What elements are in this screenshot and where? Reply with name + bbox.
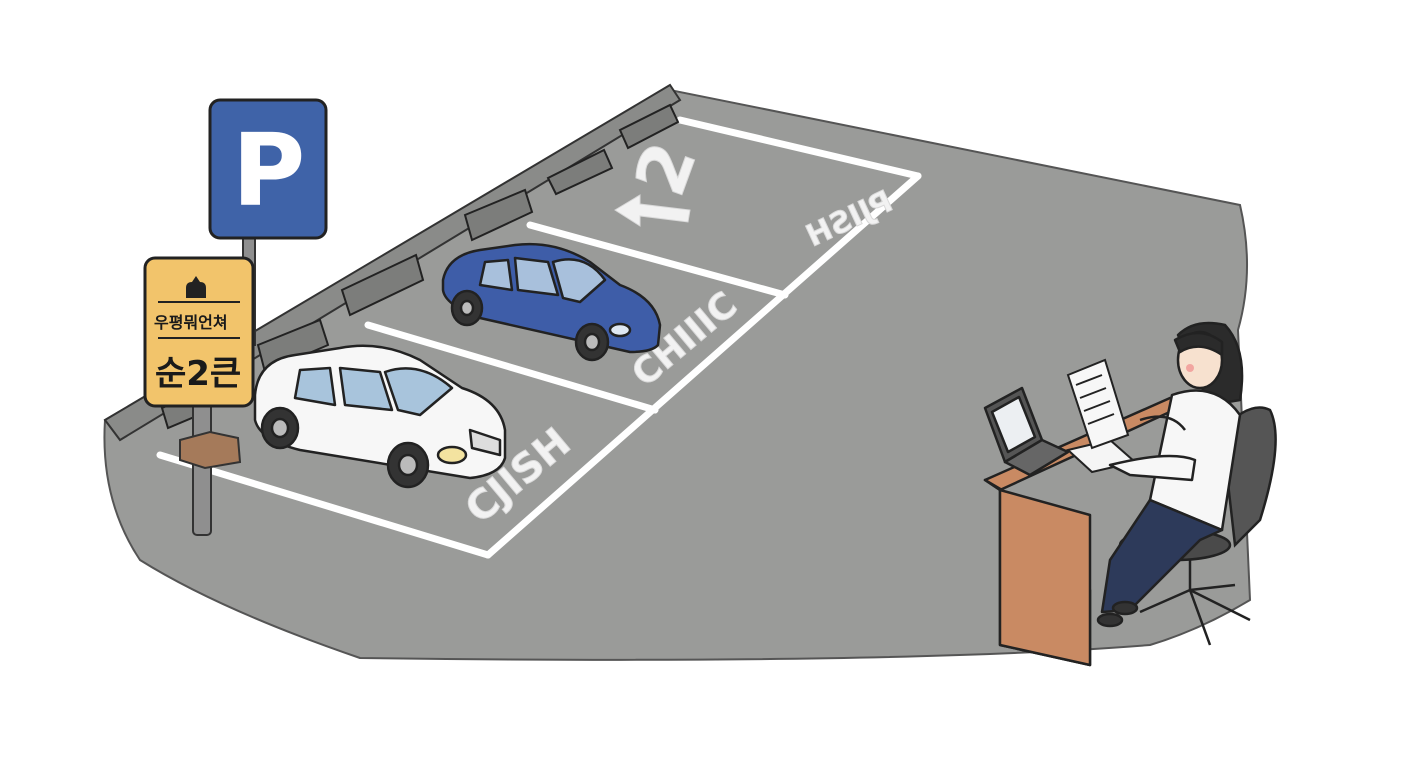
blue-car [441, 242, 662, 362]
info-sign-line1: 우평뭐언쳐 [154, 313, 228, 332]
person [1096, 321, 1244, 628]
wheel-stops [160, 103, 680, 430]
parking-sign-letter: P [232, 112, 305, 229]
wheel-stop [256, 318, 330, 374]
held-document [1066, 358, 1130, 450]
arrow-marking [614, 194, 691, 227]
wheel-stop [463, 188, 534, 242]
office-chair [1118, 406, 1277, 646]
info-sign-line2: 순2큰 [155, 354, 241, 394]
white-car [253, 344, 507, 489]
parking-sign [208, 98, 328, 240]
wheel-stop [618, 103, 680, 150]
asphalt-ground [103, 88, 1252, 661]
debris [179, 430, 242, 470]
info-sign [143, 256, 255, 408]
laptop [983, 386, 1070, 477]
wheel-stop [546, 148, 614, 196]
stall-lines [156, 116, 922, 559]
wheel-stop [340, 253, 425, 317]
person-silhouette-icon [186, 276, 206, 298]
